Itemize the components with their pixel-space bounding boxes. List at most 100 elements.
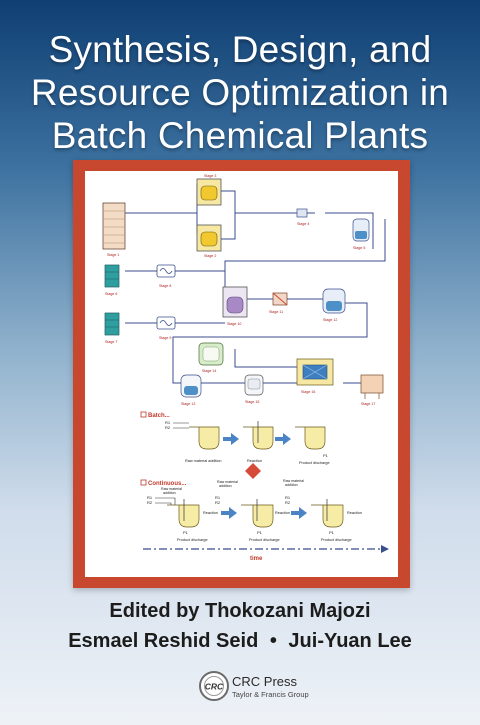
- cont-3-p1-label: P1: [329, 530, 335, 535]
- batch-r1-label: R1: [165, 420, 171, 425]
- svg-text:addition: addition: [163, 491, 176, 495]
- stage-16-label: Stage 16: [301, 390, 315, 394]
- cont-2-reaction-label: Reaction: [275, 511, 290, 515]
- title-line-3: Batch Chemical Plants: [51, 115, 429, 156]
- stage-8-exchanger: [156, 264, 176, 278]
- cont-1-r2-label: R2: [147, 500, 153, 505]
- cover-illustration-frame: Stage 1 Stage 3 Stage 2 Stage 4 Stage 5: [73, 160, 410, 588]
- stage-7-label: Stage 7: [105, 340, 117, 344]
- stage-12-label: Stage 12: [323, 318, 337, 322]
- cont-vessel-1: [167, 504, 200, 528]
- stage-10-label: Stage 10: [227, 322, 241, 326]
- cont-1-r1-label: R1: [147, 495, 153, 500]
- continuous-checkbox-icon: [140, 479, 147, 486]
- stage-5-vessel: [352, 218, 370, 242]
- continuous-raw-label-1: Raw material addition: [161, 487, 182, 495]
- stage-17-unit: [360, 374, 384, 399]
- batch-checkbox-icon: [140, 411, 147, 418]
- svg-text:Raw material: Raw material: [217, 480, 238, 484]
- stage-11-filter: [272, 292, 288, 306]
- stage-13-label: Stage 13: [181, 402, 195, 406]
- stage-14-tank: [198, 342, 224, 366]
- batch-product-discharge-label: Product discharge: [299, 461, 330, 465]
- stage-14-label: Stage 14: [202, 369, 216, 373]
- batch-vessel-1: [189, 426, 220, 450]
- time-axis-arrow-icon: [381, 545, 389, 553]
- batch-arrow-1-icon: [223, 433, 239, 445]
- batch-reaction-label: Reaction: [247, 459, 262, 463]
- crc-press-logo-icon: CRC: [199, 671, 229, 701]
- cont-1-feed-lines: [155, 497, 176, 505]
- editor-name-2: Esmael Reshid Seid: [68, 630, 259, 652]
- stage-2-reactor: [196, 224, 222, 252]
- cont-2-r2-label: R2: [215, 500, 221, 505]
- svg-text:Raw material: Raw material: [161, 487, 182, 491]
- svg-text:addition: addition: [285, 483, 298, 487]
- stage-8-label: Stage 8: [159, 284, 171, 288]
- editor-separator: •: [269, 630, 277, 652]
- cont-arrow-1-icon: [221, 507, 237, 519]
- cont-1-product-discharge-label: Product discharge: [177, 538, 208, 542]
- stage-4-label: Stage 4: [297, 222, 309, 226]
- title-line-2: Resource Optimization in: [30, 72, 450, 113]
- stage-1-unit: [102, 202, 126, 250]
- svg-text:addition: addition: [219, 484, 232, 488]
- stage-10-reactor: [222, 286, 248, 318]
- stage-4-unit: [296, 208, 308, 218]
- edited-by-label: Edited by: [109, 600, 200, 622]
- cont-1-reaction-label: Reaction: [203, 511, 218, 515]
- batch-vessel-3: [295, 426, 326, 450]
- stage-11-label: Stage 11: [269, 310, 283, 314]
- batch-p1-label: P1: [323, 453, 329, 458]
- stage-12-vessel: [322, 288, 346, 314]
- publisher-logo: CRC CRC Press Taylor & Francis Group: [198, 670, 338, 706]
- book-title: Synthesis, Design, and Resource Optimiza…: [0, 28, 480, 157]
- transition-diamond-icon: [245, 463, 261, 479]
- crc-logo-text: CRC: [205, 682, 224, 692]
- publisher-name: CRC Press: [232, 674, 298, 689]
- time-label: time: [250, 556, 263, 562]
- cont-3-r1-label: R1: [285, 495, 291, 500]
- cont-3-r2-label: R2: [285, 500, 291, 505]
- editor-name-1: Thokozani Majozi: [205, 600, 371, 622]
- stage-17-label: Stage 17: [361, 402, 375, 406]
- stage-6-column: [104, 264, 120, 288]
- cont-2-r1-label: R1: [215, 495, 221, 500]
- stage-7-column: [104, 312, 120, 336]
- stage-6-label: Stage 6: [105, 292, 117, 296]
- batch-heading: Batch...: [148, 413, 170, 419]
- cont-2-product-discharge-label: Product discharge: [249, 538, 280, 542]
- cont-2-p1-label: P1: [257, 530, 263, 535]
- editors-line-2: Esmael Reshid Seid • Jui-Yuan Lee: [0, 626, 480, 656]
- stage-5-label: Stage 5: [353, 246, 365, 250]
- batch-raw-material-label: Raw material addition: [185, 459, 222, 463]
- stage-9-exchanger: [156, 316, 176, 330]
- stage-3-label: Stage 3: [204, 174, 216, 178]
- editor-name-3: Jui-Yuan Lee: [288, 630, 412, 652]
- stage-3-reactor: [196, 178, 222, 206]
- cont-1-p1-label: P1: [183, 530, 189, 535]
- cont-3-reaction-label: Reaction: [347, 511, 362, 515]
- stage-9-label: Stage 9: [159, 336, 171, 340]
- process-flow-diagram: Stage 1 Stage 3 Stage 2 Stage 4 Stage 5: [102, 174, 389, 562]
- batch-r2-label: R2: [165, 425, 171, 430]
- stage-16-dryer: [296, 358, 334, 386]
- stage-2-label: Stage 2: [204, 254, 216, 258]
- stage-13-vessel: [180, 374, 202, 398]
- stage-1-label: Stage 1: [107, 253, 119, 257]
- batch-arrow-2-icon: [275, 433, 291, 445]
- batch-feed-lines: [173, 422, 189, 429]
- editors-block: Edited by Thokozani Majozi Esmael Reshid…: [0, 596, 480, 656]
- cont-3-product-discharge-label: Product discharge: [321, 538, 352, 542]
- cover-illustration-panel: Stage 1 Stage 3 Stage 2 Stage 4 Stage 5: [85, 171, 398, 577]
- title-line-1: Synthesis, Design, and: [48, 29, 432, 70]
- continuous-heading: Continuous...: [148, 481, 187, 487]
- stage-15-vessel: [244, 374, 264, 396]
- svg-text:Raw material: Raw material: [283, 479, 304, 483]
- continuous-raw-label-2: Raw material addition: [217, 480, 238, 488]
- continuous-raw-label-3: Raw material addition: [283, 479, 304, 487]
- cont-arrow-2-icon: [291, 507, 307, 519]
- stage-15-label: Stage 15: [245, 400, 259, 404]
- editors-line-1: Edited by Thokozani Majozi: [0, 596, 480, 626]
- publisher-group: Taylor & Francis Group: [232, 690, 309, 699]
